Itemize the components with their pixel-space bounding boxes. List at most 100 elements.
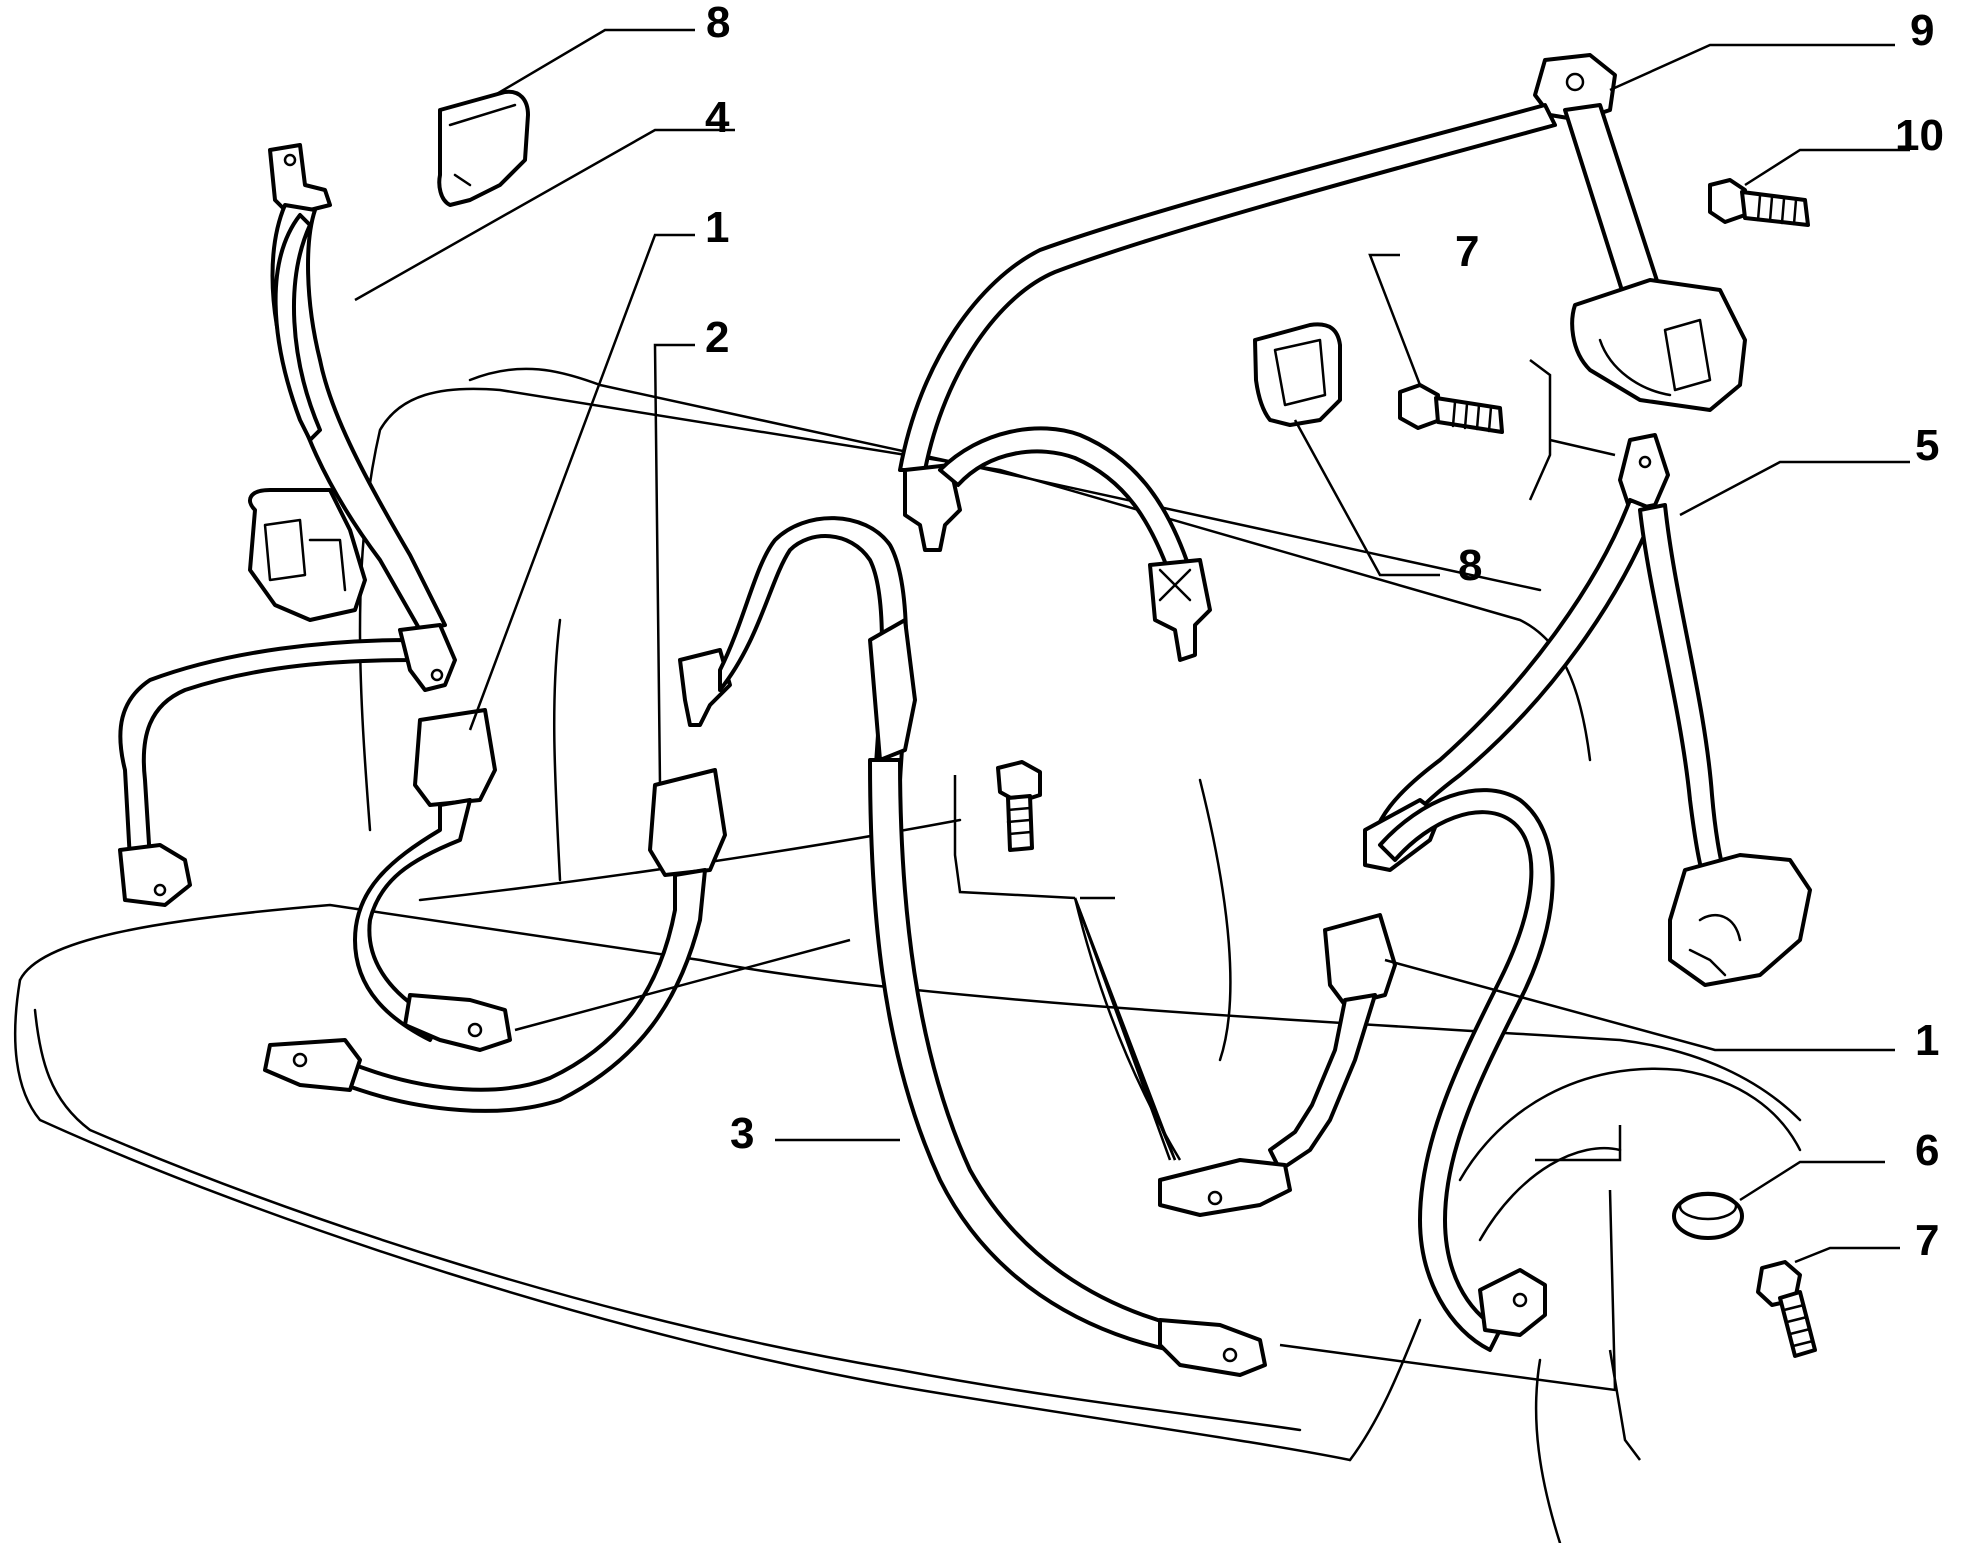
bolt-7-upper-shank: [1434, 396, 1504, 434]
seat-side-bolster: [1458, 1067, 1802, 1182]
part-9-center-retractor: [898, 53, 1747, 662]
left-belt-webbing-loop: [273, 213, 322, 442]
spacer-6-inner: [1678, 1191, 1738, 1221]
center-floor-bolt-shank: [1006, 794, 1034, 852]
callout-leaders: [354, 28, 1910, 1264]
center-retractor-housing: [1570, 278, 1747, 412]
part-1-buckle-left: [353, 708, 512, 1052]
left-belt-anchor-hole: [283, 153, 297, 167]
leader-1-right: [1384, 958, 1895, 1052]
right-belt-upper-anchor: [1618, 433, 1670, 512]
leader-1-left: [468, 233, 695, 731]
callout-7-lower: 7: [1915, 1216, 1939, 1265]
callout-7-upper: 7: [1455, 227, 1479, 276]
center-belt-tongue-right: [1148, 558, 1212, 662]
center-floor-bolt: [996, 760, 1042, 852]
bolt-7-lower-shank: [1778, 1290, 1817, 1358]
callout-6: 6: [1915, 1126, 1939, 1175]
buckle-right-anchor-hole: [1207, 1190, 1223, 1206]
center-belt-tongue-cross: [1158, 568, 1192, 602]
bolt-10-threads: [1756, 194, 1798, 226]
right-belt-webbing-b: [1638, 503, 1727, 882]
callout-8-top-left: 8: [706, 0, 730, 47]
right-belt-loop-webbing: [1378, 788, 1555, 1352]
right-belt-floor-anchor: [1478, 1268, 1547, 1337]
bolt-10-shank: [1740, 190, 1810, 227]
left-belt-tongue-anchor: [398, 623, 457, 692]
callout-3: 3: [730, 1109, 754, 1158]
buckle-right-anchor: [1158, 1158, 1292, 1217]
center-belt-top-tongue: [678, 648, 732, 727]
cover-cap-right-detail: [1273, 338, 1327, 407]
leader-8-left: [494, 28, 695, 97]
seat-cushion-side: [1348, 1318, 1422, 1462]
seat-backrest-fold-2: [1198, 778, 1232, 1062]
leader-2: [653, 343, 695, 786]
cover-cap-left-detail: [448, 103, 517, 187]
bolt-7-lower-threads: [1782, 1303, 1815, 1348]
left-belt-upper-anchor: [268, 143, 332, 217]
leader-6: [1739, 1160, 1885, 1202]
left-belt-floor-anchor-hole: [153, 883, 167, 897]
leader-8-right: [1293, 419, 1440, 577]
leader-9: [1609, 43, 1895, 92]
assembly-line-bolt-bracket: [953, 775, 1177, 1161]
center-buckle-anchor: [263, 1038, 362, 1092]
assembly-lines: [514, 359, 1641, 1461]
callout-2: 2: [705, 313, 729, 362]
part-8-cover-cap-left: [437, 89, 530, 207]
bolt-7-upper-head: [1398, 383, 1442, 430]
center-belt-floor-anchor: [1158, 1318, 1267, 1377]
leader-4: [354, 128, 735, 302]
center-buckle-housing: [648, 768, 727, 877]
cover-cap-left: [437, 89, 530, 207]
assembly-line-lower-right: [1279, 1125, 1641, 1461]
part-1-buckle-right: [1158, 913, 1397, 1217]
seat-cushion-front: [13, 978, 1352, 1462]
part-10-bolt: [1708, 178, 1810, 227]
assembly-line-upper-bolt: [1528, 359, 1616, 501]
center-upper-anchor-hole: [1565, 72, 1585, 92]
leader-7-upper: [1368, 253, 1422, 386]
assembly-line-bolt-bracket-2: [1073, 897, 1182, 1161]
seat-backrest-inner-line: [468, 367, 1542, 592]
right-belt-retractor: [1668, 853, 1812, 987]
center-belt-strap-2: [938, 426, 1192, 577]
seat-side-bolster-3: [1534, 1358, 1562, 1543]
callout-5: 5: [1915, 421, 1939, 470]
buckle-left-housing: [413, 708, 497, 807]
callout-1-right: 1: [1915, 1016, 1939, 1065]
center-floor-bolt-head: [996, 760, 1042, 804]
callout-10: 10: [1895, 111, 1944, 160]
assembly-line-left-buckle: [514, 938, 851, 1032]
leader-5: [1679, 460, 1910, 517]
buckle-right-housing: [1323, 913, 1397, 1007]
cover-cap-right: [1253, 322, 1342, 427]
right-belt-floor-anchor-hole: [1512, 1292, 1528, 1308]
bolt-7-upper-threads: [1451, 400, 1493, 433]
center-retractor-webbing: [1563, 103, 1662, 302]
center-retractor-detail: [1598, 318, 1712, 397]
center-buckle-anchor-hole: [292, 1052, 308, 1068]
left-belt-tongue-hole: [430, 668, 444, 682]
bolt-10-head: [1708, 178, 1747, 224]
left-belt-floor-anchor: [118, 843, 192, 907]
left-belt-retractor-detail: [263, 518, 347, 592]
seat-backrest-fold-1: [552, 618, 562, 882]
part-7-bolt-upper: [1398, 383, 1504, 434]
part-5-right-three-point-belt: [1363, 433, 1812, 1352]
right-belt-anchor-hole: [1638, 455, 1652, 469]
center-belt-adjuster: [868, 618, 917, 762]
part-2-center-buckle: [263, 768, 727, 1113]
right-belt-retractor-detail: [1688, 913, 1742, 977]
part-8-cover-cap-right: [1253, 322, 1342, 427]
part-6-spacer: [1672, 1191, 1744, 1240]
callout-4: 4: [705, 93, 730, 142]
callout-8-right: 8: [1458, 541, 1482, 590]
part-3-center-belt: [678, 516, 1267, 1377]
buckle-left-anchor-hole: [467, 1022, 483, 1038]
part-7-bolt-lower: [1756, 1260, 1817, 1358]
seat-side-bolster-2: [1478, 1146, 1622, 1242]
callout-labels: 8 4 1 2 9 10 7 8 5 1 3 6 7: [705, 0, 1944, 1265]
